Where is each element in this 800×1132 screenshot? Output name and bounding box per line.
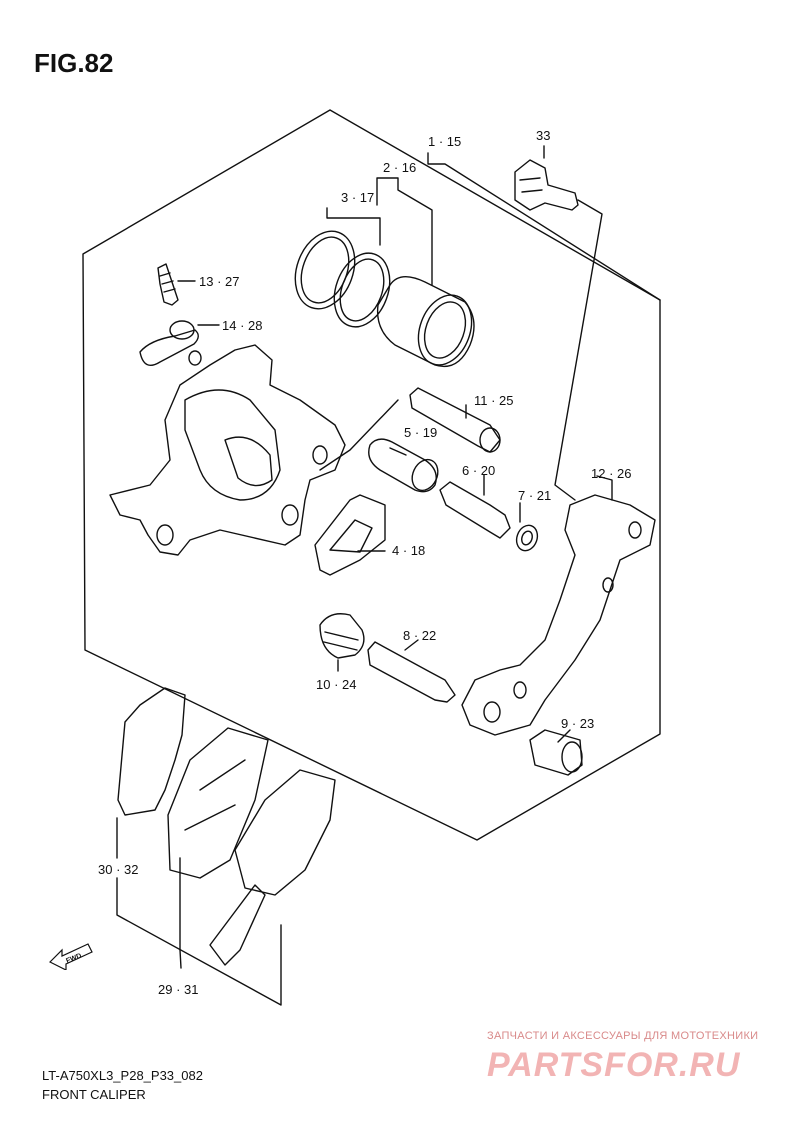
- callout-14: 14 · 28: [222, 318, 263, 333]
- pin-8: [367, 641, 456, 703]
- pad-spring-4: [314, 494, 386, 576]
- callout-4: 4 · 18: [392, 543, 426, 558]
- brake-pad-outer: [234, 769, 336, 896]
- callout-3: 3 · 17: [341, 190, 375, 205]
- callout-1: 1 · 15: [428, 134, 462, 149]
- callout-8: 8 · 22: [403, 628, 437, 643]
- pin-11: [409, 387, 501, 453]
- diagram-code: LT-A750XL3_P28_P33_082: [42, 1068, 203, 1083]
- piston-seal-outer: [294, 230, 356, 310]
- washer-7: [515, 524, 539, 552]
- callout-12: 12 · 26: [591, 466, 632, 481]
- callout-10: 10 · 24: [316, 677, 357, 692]
- pin-9: [529, 729, 583, 776]
- caliper-body: [109, 344, 346, 556]
- watermark-brand: PARTSFOR.RU: [487, 1046, 741, 1084]
- callout-29: 29 · 31: [158, 982, 199, 997]
- caliper-piston: [376, 276, 475, 368]
- brake-pad-29: [167, 727, 269, 879]
- caliper-bracket: [461, 494, 656, 736]
- callout-6: 6 · 20: [462, 463, 496, 478]
- callout-13: 13 · 27: [199, 274, 240, 289]
- callout-5: 5 · 19: [404, 425, 438, 440]
- callout-30: 30 · 32: [98, 862, 139, 877]
- pin-6: [439, 481, 511, 539]
- callout-2: 2 · 16: [383, 160, 417, 175]
- watermark-tagline: ЗАПЧАСТИ И АКСЕССУАРЫ ДЛЯ МОТОТЕХНИКИ: [487, 1030, 759, 1042]
- boot-5: [368, 438, 437, 493]
- forward-direction-arrow-icon: FWD: [48, 940, 96, 975]
- figure-title: FIG.82: [34, 48, 114, 78]
- callout-7: 7 · 21: [518, 488, 552, 503]
- bolt-33: [514, 159, 579, 211]
- callout-9: 9 · 23: [561, 716, 595, 731]
- bleeder-screw: [157, 263, 179, 306]
- callout-33: 33: [536, 128, 551, 143]
- boot-10: [319, 613, 365, 659]
- diagram-name: FRONT CALIPER: [42, 1087, 146, 1102]
- banjo-fitting: [139, 329, 199, 366]
- pad-shim-30: [117, 687, 186, 816]
- piston-seal-inner: [333, 252, 391, 328]
- callout-11: 11 · 25: [474, 393, 514, 408]
